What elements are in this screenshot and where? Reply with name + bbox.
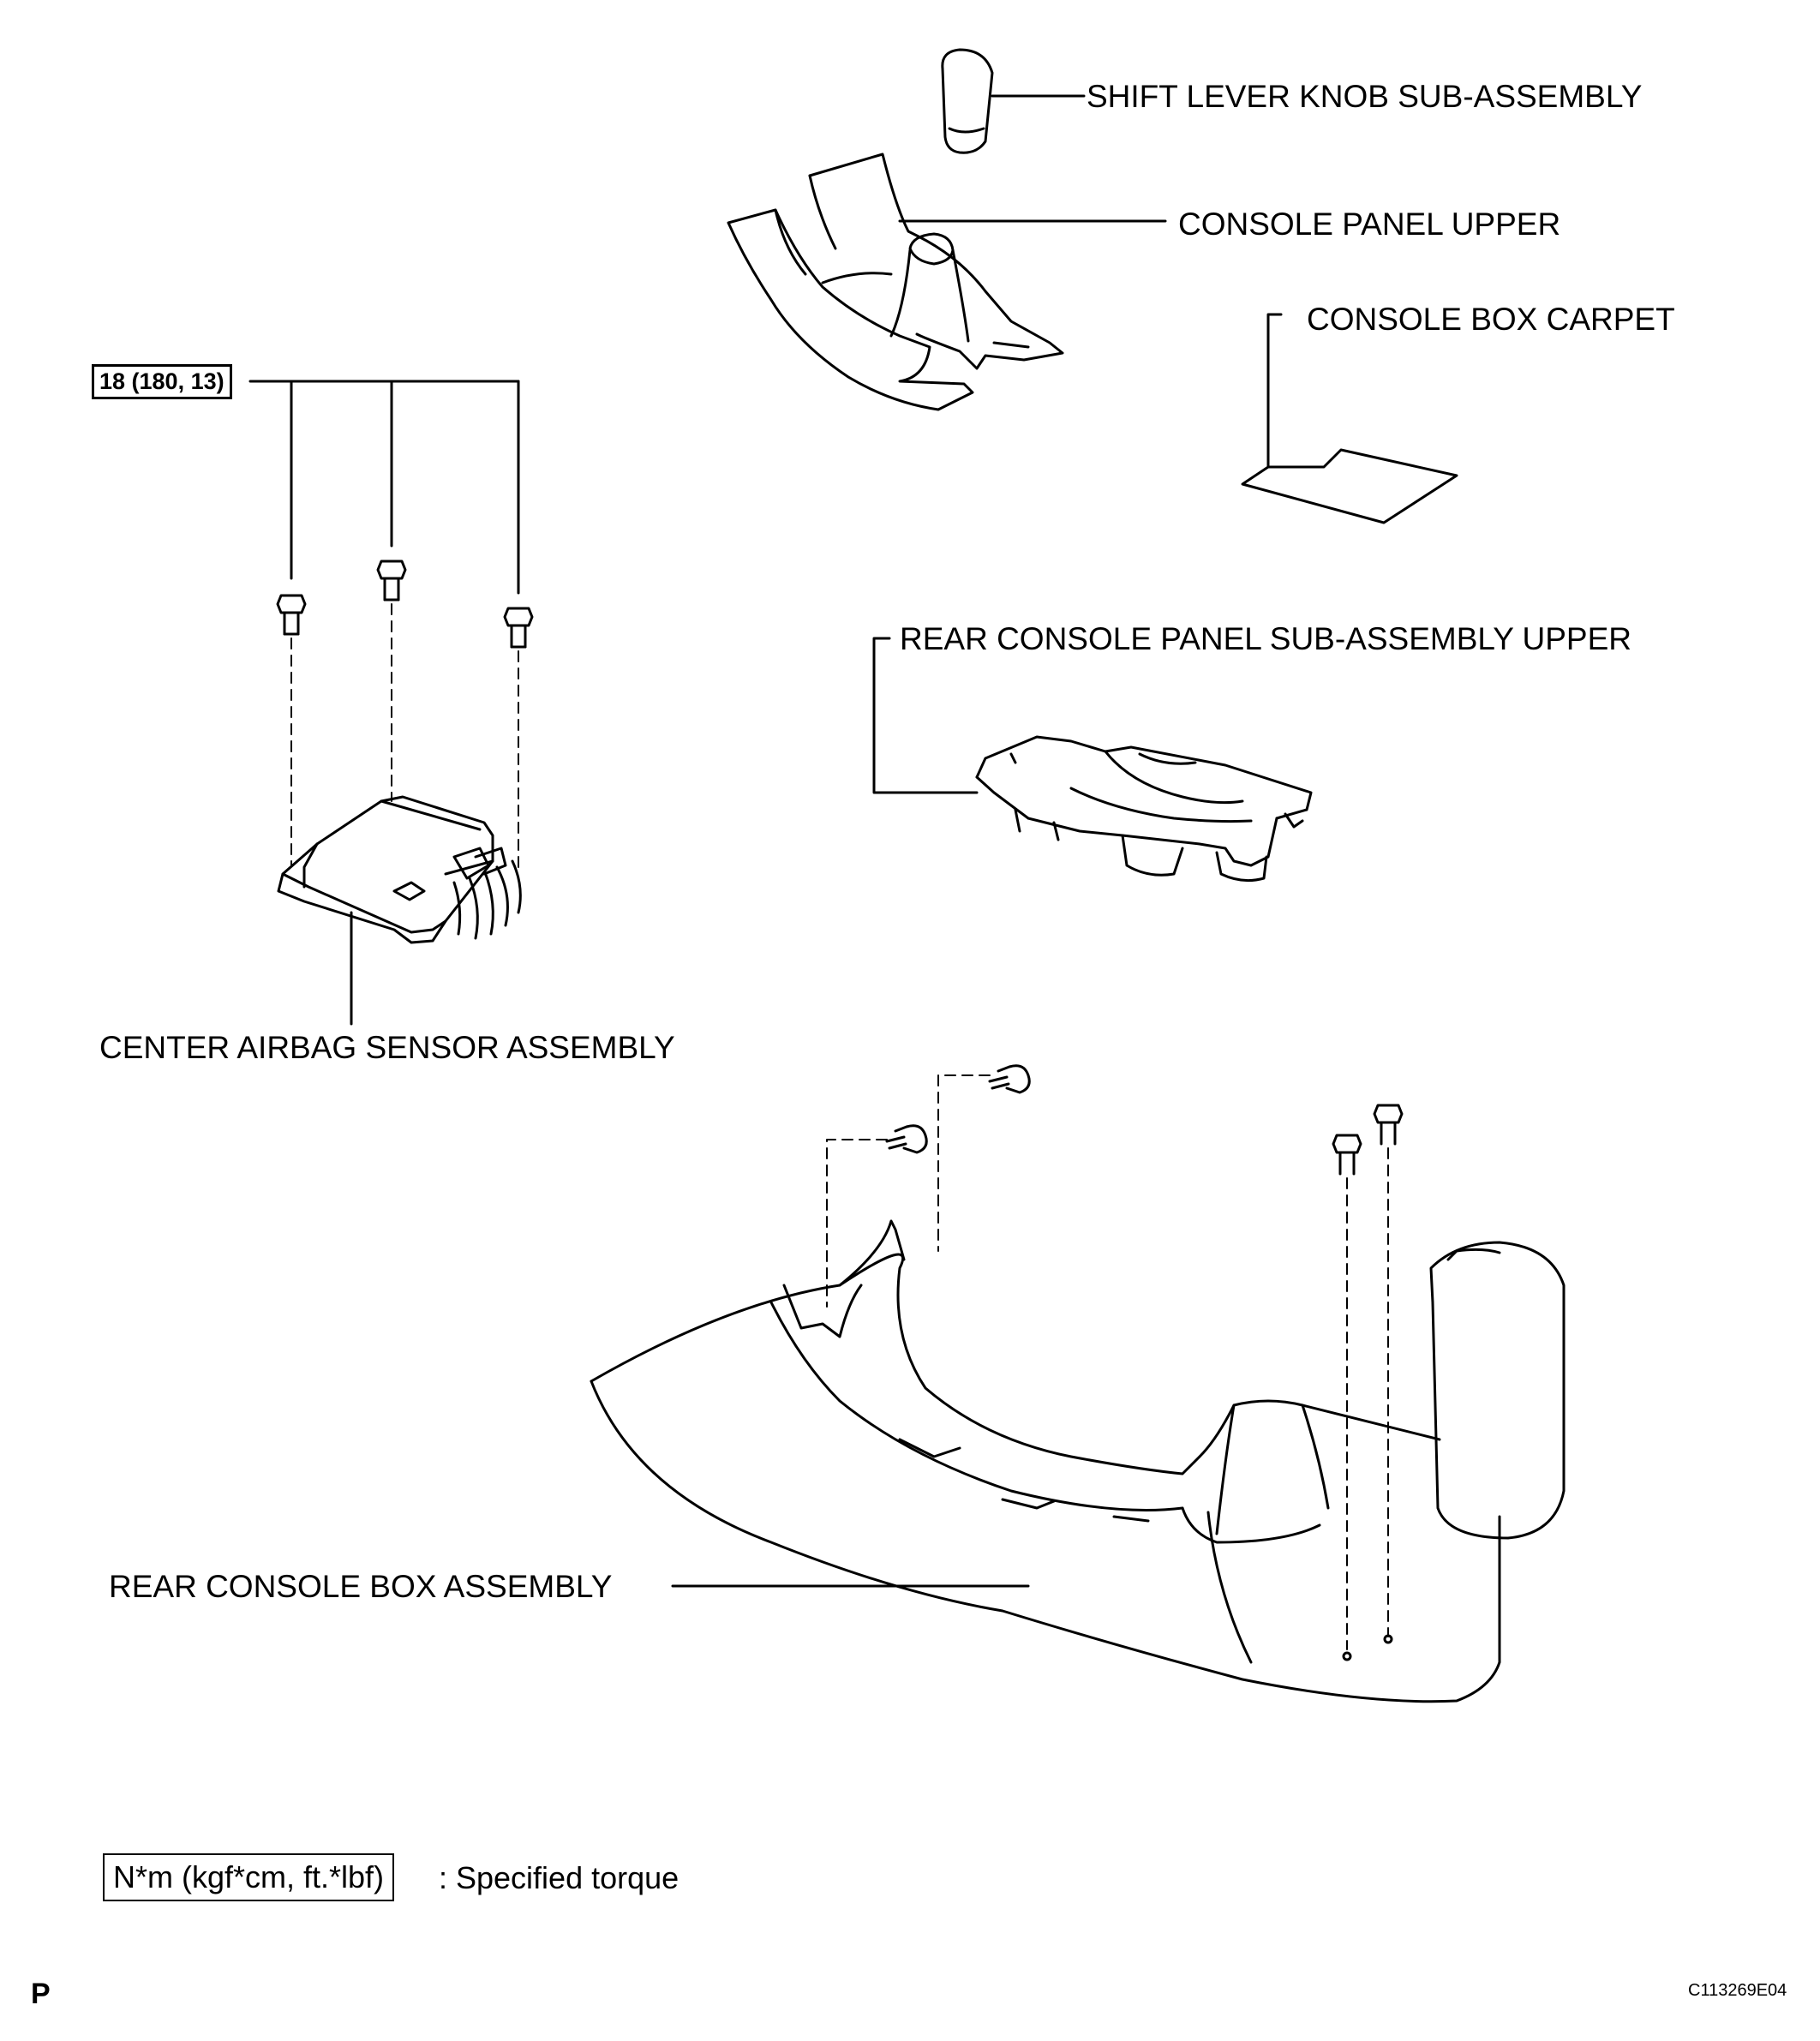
airbag-bolt-dashes — [290, 603, 519, 871]
figure-code: C113269E04 — [1688, 1981, 1787, 2000]
console-panel-upper-drawing — [727, 153, 1167, 411]
legend-description: : Specified torque — [439, 1860, 680, 1895]
console-box-carpet-drawing — [1241, 313, 1458, 524]
legend-unit-box: N*m (kgf*cm, ft.*lbf) — [103, 1853, 395, 1901]
label-center-airbag-sensor: CENTER AIRBAG SENSOR ASSEMBLY — [99, 1030, 675, 1065]
label-rear-console-box: REAR CONSOLE BOX ASSEMBLY — [109, 1569, 613, 1604]
label-console-box-carpet: CONSOLE BOX CARPET — [1307, 302, 1675, 337]
rear-console-box-drawing — [590, 1219, 1566, 1703]
page-letter: P — [31, 1978, 51, 2010]
label-console-panel-upper: CONSOLE PANEL UPPER — [1178, 206, 1561, 242]
console-box-screws — [885, 1064, 1404, 1176]
console-screw-dashes — [826, 1074, 1389, 1650]
center-airbag-sensor-drawing — [277, 795, 522, 1026]
label-shift-lever-knob: SHIFT LEVER KNOB SUB-ASSEMBLY — [1087, 79, 1643, 114]
torque-value-box: 18 (180, 13) — [92, 364, 232, 399]
shift-lever-knob-drawing — [941, 48, 1086, 154]
airbag-bolts — [276, 560, 534, 649]
label-rear-console-panel-upper: REAR CONSOLE PANEL SUB-ASSEMBLY UPPER — [900, 621, 1631, 656]
rear-console-panel-upper-drawing — [872, 637, 1313, 883]
torque-leader-lines — [248, 380, 520, 595]
